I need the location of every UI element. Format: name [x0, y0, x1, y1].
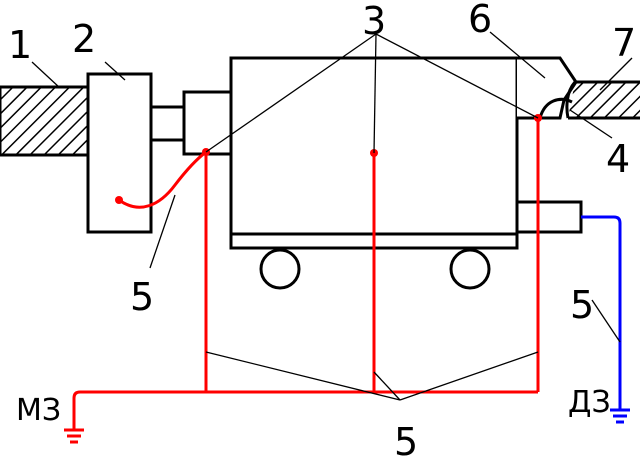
label-2: 2: [72, 17, 96, 61]
label-3: 3: [362, 0, 386, 43]
wheel-left: [259, 248, 301, 290]
label-dz: ДЗ: [568, 385, 611, 420]
main-ground-symbol-icon: [64, 428, 84, 444]
coupling-block: [86, 72, 153, 234]
extra-ground-symbol-icon: [610, 408, 630, 424]
label-5-left: 5: [130, 275, 154, 319]
extra-ground-wire: [581, 215, 622, 410]
label-mz: МЗ: [16, 393, 61, 428]
motor-flange: [182, 90, 233, 156]
label-4: 4: [606, 137, 630, 181]
label-6: 6: [468, 0, 492, 41]
bond-arc: [538, 97, 573, 119]
leader-lines: [31, 31, 633, 401]
label-7: 7: [612, 21, 636, 65]
label-5-right: 5: [570, 283, 594, 327]
wheel-right: [449, 248, 491, 290]
terminal-box: [515, 200, 583, 234]
inner-shaft: [149, 105, 186, 142]
label-5-bottom: 5: [394, 420, 418, 463]
right-shaft: [565, 80, 640, 120]
label-1: 1: [8, 23, 32, 67]
left-shaft: [0, 85, 90, 157]
